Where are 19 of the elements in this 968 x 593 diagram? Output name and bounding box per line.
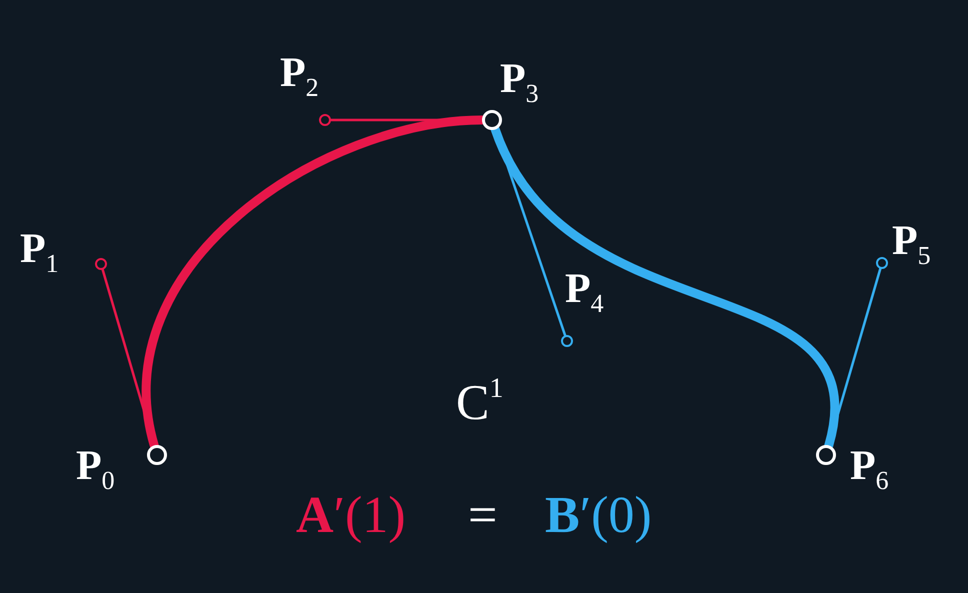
control-point [319, 114, 331, 126]
control-point [561, 335, 573, 347]
point-label: P$_{4}$ [565, 268, 604, 317]
control-point [876, 257, 888, 269]
continuity-label: C$^{1}$ [456, 375, 504, 427]
point-label: P$_{6}$ [850, 445, 889, 494]
point-label: P$_{3}$ [500, 58, 539, 107]
bezier-curve [490, 124, 840, 450]
point-label: P$_{2}$ [280, 52, 319, 101]
point-label: P$_{5}$ [892, 220, 931, 269]
anchor-point [147, 445, 167, 465]
equation-term: B′(0) [545, 490, 652, 542]
point-label: P$_{0}$ [76, 445, 115, 494]
equation-term: A′(1) [296, 490, 406, 542]
anchor-point [482, 110, 502, 130]
equation-term: = [468, 490, 498, 542]
control-point [95, 258, 107, 270]
anchor-point [816, 445, 836, 465]
point-label: P$_{1}$ [20, 228, 59, 277]
